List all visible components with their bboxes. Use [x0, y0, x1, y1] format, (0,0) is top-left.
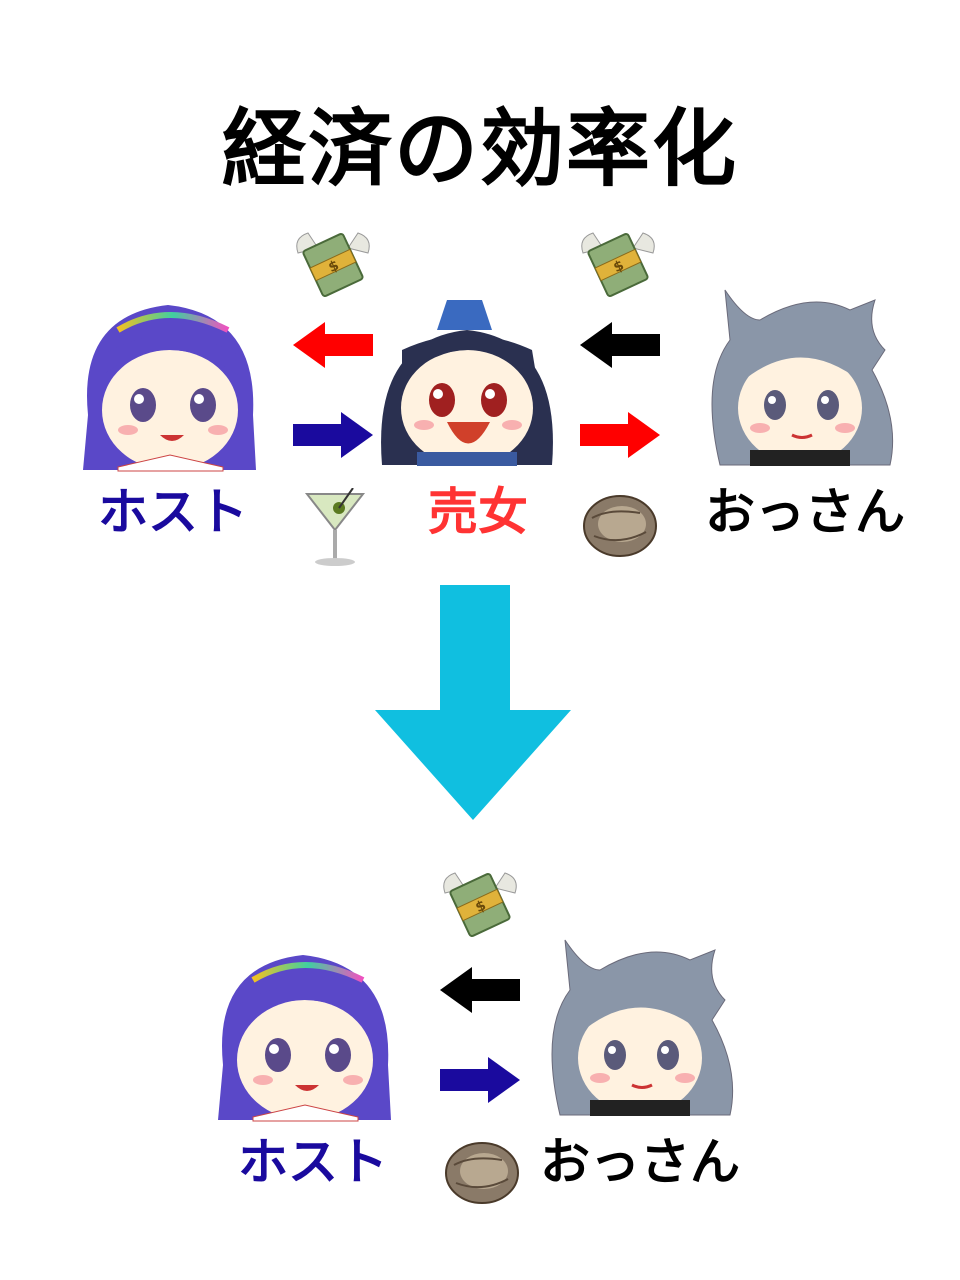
- page-title: 経済の効率化: [221, 100, 738, 198]
- blue-arrow-right: [293, 412, 373, 458]
- middle-character: [372, 270, 562, 470]
- money-with-wings-icon: [578, 228, 660, 303]
- blue-arrow-right: [440, 1057, 520, 1103]
- host-label: ホスト: [98, 483, 248, 541]
- red-arrow-right: [580, 412, 660, 458]
- oyster-icon: [442, 1135, 522, 1210]
- oyster-icon: [580, 488, 660, 563]
- host-character: [78, 295, 263, 473]
- host-label: ホスト: [238, 1133, 388, 1191]
- money-with-wings-icon: [440, 868, 522, 943]
- man-character: [700, 270, 905, 470]
- man-label: おっさん: [540, 1133, 740, 1191]
- big-down-arrow: [375, 585, 571, 825]
- cocktail-glass-icon: [303, 488, 367, 568]
- black-arrow-left: [580, 322, 660, 368]
- money-with-wings-icon: [293, 228, 375, 303]
- host-character: [213, 945, 398, 1123]
- middle-label: 売女: [428, 483, 528, 541]
- black-arrow-left: [440, 967, 520, 1013]
- man-label: おっさん: [705, 483, 905, 541]
- man-character: [540, 920, 745, 1120]
- red-arrow-left: [293, 322, 373, 368]
